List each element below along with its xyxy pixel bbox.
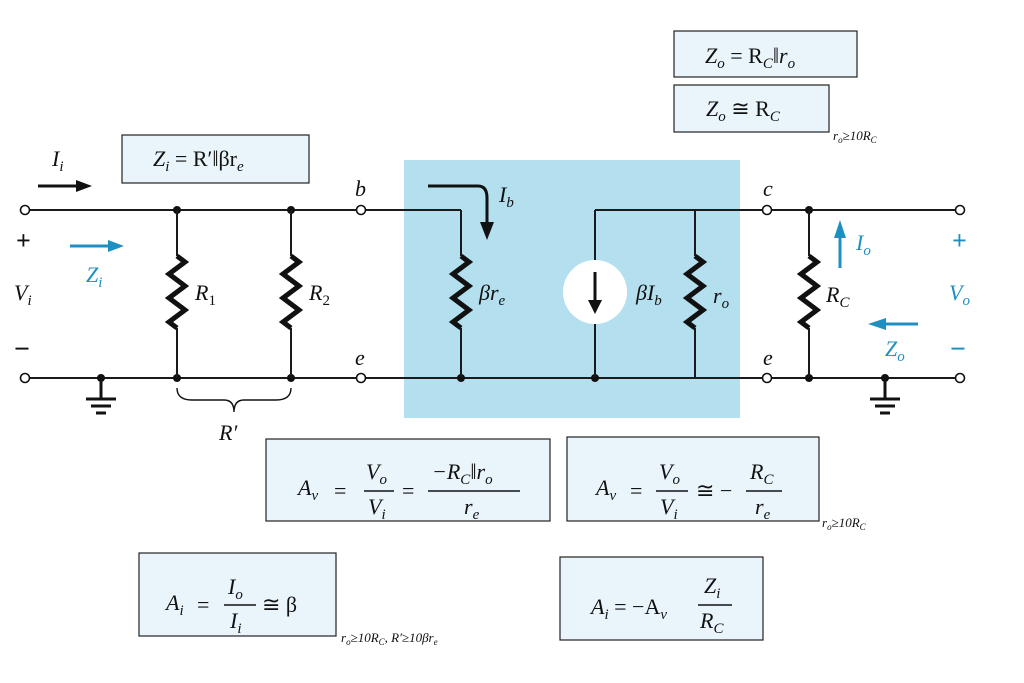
beta-re-resistor-icon bbox=[448, 254, 474, 330]
r2-label: R2 bbox=[308, 280, 330, 309]
zi-arrow-icon bbox=[108, 240, 124, 252]
vo-label: Vo bbox=[949, 280, 970, 309]
ground-right-icon bbox=[870, 378, 900, 415]
output-terminal-top bbox=[954, 204, 966, 216]
av-approx-num1: Vo bbox=[659, 459, 680, 488]
ai-beta-rest: ≅ β bbox=[262, 592, 297, 617]
zo-condition: ro≥10RC bbox=[833, 128, 878, 145]
zo-arrow-label: Zo bbox=[885, 336, 905, 365]
av-condition: ro≥10RC bbox=[822, 515, 867, 532]
av-approx-num2: RC bbox=[749, 459, 774, 488]
input-terminal-top bbox=[19, 204, 31, 216]
ro-label: ro bbox=[713, 283, 730, 312]
ro-resistor-icon bbox=[682, 254, 708, 330]
emitter-terminal-left bbox=[355, 372, 367, 384]
base-terminal bbox=[355, 204, 367, 216]
ii-label: Ii bbox=[51, 146, 64, 175]
ai-beta-condition: ro≥10RC, R′≥10βre bbox=[341, 630, 438, 647]
r2-resistor-icon bbox=[278, 254, 304, 330]
ai-av-den: RC bbox=[699, 608, 724, 637]
zo-parallel-box bbox=[673, 30, 858, 78]
collector-label: c bbox=[763, 176, 773, 201]
beta-re-label: βre bbox=[478, 280, 506, 309]
av-approx-den2: re bbox=[755, 494, 771, 523]
rc-label: RC bbox=[825, 282, 850, 311]
svg-text:=: = bbox=[197, 592, 209, 617]
ai-beta-box bbox=[138, 552, 337, 637]
output-minus-sign: − bbox=[950, 334, 966, 365]
r1-resistor-icon bbox=[164, 254, 190, 330]
r1-label: R1 bbox=[194, 280, 216, 309]
ib-arrow-icon bbox=[428, 184, 489, 224]
ai-beta-lhs: Ai bbox=[164, 590, 184, 619]
av-approx-lhs: Av bbox=[594, 475, 616, 504]
ground-left-icon bbox=[86, 378, 116, 415]
ai-av-num: Zi bbox=[704, 573, 720, 602]
base-label: b bbox=[355, 176, 366, 201]
io-arrow-icon bbox=[834, 220, 846, 238]
input-minus-sign: − bbox=[14, 334, 30, 365]
av-full-box bbox=[265, 438, 551, 522]
av-full-num2: −RC‖ro bbox=[432, 459, 493, 488]
vi-label: Vi bbox=[14, 280, 32, 309]
ai-beta-num: Io bbox=[227, 574, 243, 603]
av-full-num1: Vo bbox=[366, 459, 387, 488]
emitter-label-right: e bbox=[763, 345, 773, 370]
ai-beta-den: Ii bbox=[229, 608, 242, 637]
av-approx-den1: Vi bbox=[660, 494, 678, 523]
output-plus-sign: + bbox=[952, 226, 967, 255]
av-approx-sign: ≅ − bbox=[696, 478, 732, 503]
zo-approx-box bbox=[673, 84, 830, 133]
output-terminal-bottom bbox=[954, 372, 966, 384]
av-full-den2: re bbox=[464, 494, 480, 523]
emitter-label-left: e bbox=[355, 345, 365, 370]
av-full-lhs: Av bbox=[296, 475, 318, 504]
collector-terminal bbox=[761, 204, 773, 216]
ii-arrow-icon bbox=[76, 180, 92, 192]
rprime-label: R′ bbox=[218, 420, 238, 445]
av-approx-box bbox=[566, 436, 820, 522]
av-full-den1: Vi bbox=[368, 494, 386, 523]
svg-text:=: = bbox=[402, 478, 414, 503]
input-terminal-bottom bbox=[19, 372, 31, 384]
zo-approx-eq: Zo ≅ RC bbox=[706, 96, 781, 125]
input-plus-sign: + bbox=[16, 226, 31, 255]
ai-av-box bbox=[559, 556, 764, 641]
svg-text:=: = bbox=[630, 478, 642, 503]
io-label: Io bbox=[855, 230, 871, 259]
rc-resistor-icon bbox=[796, 254, 822, 330]
ib-label: Ib bbox=[498, 182, 514, 211]
zo-arrow-icon bbox=[868, 318, 886, 330]
beta-ib-label: βIb bbox=[635, 280, 662, 309]
rprime-brace bbox=[176, 387, 292, 413]
emitter-terminal-right bbox=[761, 372, 773, 384]
zi-arrow-label: Zi bbox=[86, 262, 102, 291]
zi-box bbox=[121, 134, 310, 184]
zi-eq: Zi = R′‖βre bbox=[153, 146, 244, 175]
zo-parallel-eq: Zo = RC‖ro bbox=[705, 43, 796, 72]
ai-av-lhs: Ai = −Av bbox=[589, 594, 667, 623]
svg-text:=: = bbox=[334, 478, 346, 503]
